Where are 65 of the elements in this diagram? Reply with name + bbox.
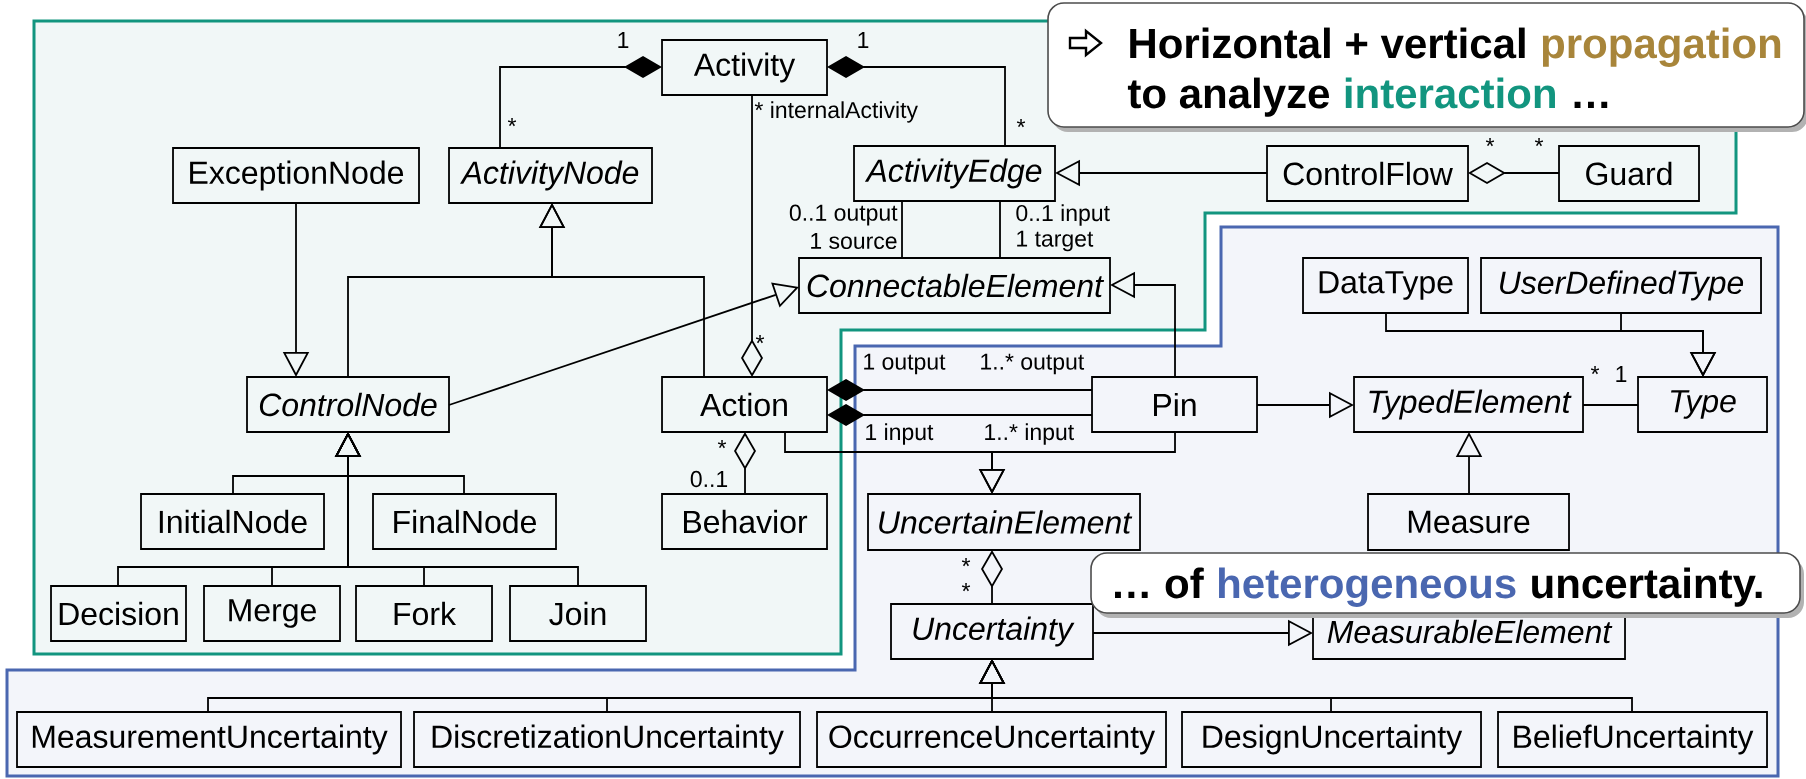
association-line (901, 200, 903, 259)
class-box: Fork (355, 585, 493, 642)
multiplicity-label: * (1534, 138, 1544, 147)
class-box: Pin (1091, 376, 1258, 433)
multiplicity-label: 1 (1616, 366, 1627, 382)
multiplicity-label: 1 source (811, 233, 897, 249)
multiplicity-label: * (961, 558, 971, 567)
multiplicity-label: 0..1 input (1016, 204, 1110, 226)
association-line (999, 200, 1001, 259)
class-box: Activity (661, 39, 828, 96)
class-box: OccurrenceUncertainty (816, 711, 1167, 768)
class-box: BeliefUncertainty (1497, 711, 1768, 768)
class-box: ActivityEdge (853, 145, 1056, 202)
class-box: ControlNode (246, 376, 450, 433)
multiplicity-label: 1 (858, 32, 869, 48)
generalization-arrow (448, 282, 799, 406)
class-box: UserDefinedType (1480, 257, 1762, 314)
aggregation-line (1468, 162, 1560, 184)
multiplicity-label: * (717, 440, 727, 449)
multiplicity-label: 1..* output (981, 353, 1085, 375)
multiplicity-label: 1 (618, 32, 629, 48)
class-box: ConnectableElement (798, 257, 1111, 314)
class-box: Guard (1558, 145, 1700, 202)
multiplicity-label: 1 output (864, 353, 946, 375)
multiplicity-label: * (1016, 119, 1026, 128)
class-box: ExceptionNode (172, 147, 420, 204)
aggregation-line (734, 432, 756, 495)
class-box: DiscretizationUncertainty (413, 711, 801, 768)
class-box: Merge (203, 585, 341, 642)
multiplicity-label: * (1485, 138, 1495, 147)
class-box: Join (509, 585, 647, 642)
class-box: UncertainElement (867, 493, 1141, 551)
multiplicity-label: * (1590, 366, 1600, 375)
composition-line (827, 379, 1093, 401)
composition-line (499, 56, 662, 149)
class-box: DataType (1302, 257, 1469, 314)
multiplicity-label: * (507, 118, 517, 127)
composition-line (827, 404, 1093, 426)
multiplicity-label: 0..1 (690, 470, 728, 488)
class-box: Action (661, 376, 828, 433)
multiplicity-label: * internalActivity (754, 101, 918, 123)
aggregation-line (981, 550, 1003, 605)
multiplicity-label: 1 target (1017, 230, 1094, 252)
class-box: MeasurementUncertainty (16, 711, 402, 768)
callout-box: Horizontal + vertical propagation to analyze interaction … (1047, 2, 1806, 132)
multiplicity-label: * (961, 583, 971, 592)
multiplicity-label: * (755, 335, 765, 344)
association-line (1582, 404, 1639, 406)
composition-line (827, 56, 1006, 147)
class-box: ActivityNode (448, 147, 653, 204)
class-box: Decision (50, 585, 187, 642)
class-box: Uncertainty (890, 603, 1094, 660)
callout-box: … of heterogeneous uncertainty. (1090, 552, 1804, 618)
class-box: Type (1637, 376, 1768, 433)
class-box: InitialNode (140, 493, 325, 550)
multiplicity-label: 1 input (866, 423, 934, 445)
class-box: Measure (1367, 493, 1570, 551)
class-box: Behavior (661, 493, 828, 550)
aggregation-line (741, 94, 763, 377)
class-box: FinalNode (372, 493, 557, 550)
multiplicity-label: 1..* input (985, 423, 1074, 445)
class-box: ControlFlow (1266, 145, 1469, 202)
multiplicity-label: 0..1 output (789, 204, 898, 226)
class-box: TypedElement (1353, 376, 1584, 433)
class-box: DesignUncertainty (1181, 711, 1482, 768)
